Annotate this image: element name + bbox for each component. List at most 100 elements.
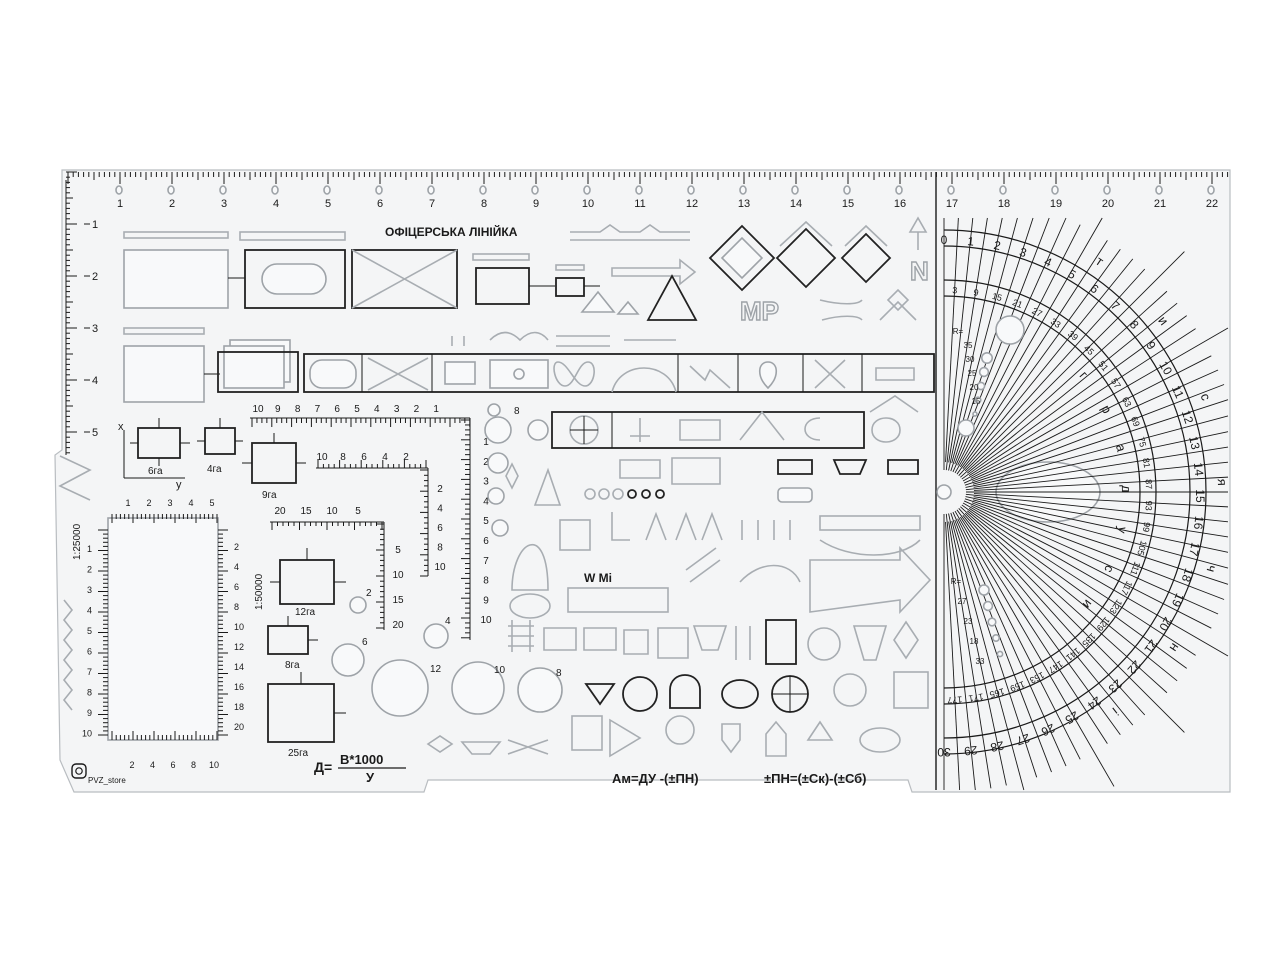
protractor-inner-label: 27: [1030, 306, 1043, 319]
scale-1-50000-right-label: 5: [395, 545, 401, 556]
protractor-ray: [964, 512, 1185, 733]
corner-scale-10-right-label: 9: [483, 595, 489, 606]
protractor-ray: [957, 224, 1081, 466]
protractor-outer-label: 15: [1193, 489, 1207, 503]
scale-1-25000-bottom-label: 10: [209, 760, 219, 770]
protractor-radius-top-label: R=: [953, 327, 964, 336]
left-scale-label: 1: [92, 219, 98, 231]
protractor-ray: [960, 290, 1168, 478]
protractor-ray: [968, 507, 1196, 656]
protractor-outer-label: 11: [1169, 383, 1187, 400]
scale-1-25000-right-label: 14: [234, 662, 244, 672]
top-scale: [67, 172, 1229, 184]
radius-hole: [957, 419, 975, 437]
circle-6-label: 6: [362, 637, 368, 648]
top-scale-label: 11: [634, 198, 645, 210]
scale-1-50000-caption: 1:50000: [254, 573, 265, 610]
protractor-ray: [972, 415, 1229, 485]
protractor-ray: [964, 498, 1229, 585]
top-scale-hole: [1207, 185, 1215, 195]
top-scale-label: 22: [1206, 198, 1218, 210]
protractor-outer-label: 12: [1179, 408, 1197, 425]
wmi-glyph: W Mi: [584, 571, 612, 585]
protractor-radius-bottom-label: 33: [976, 657, 985, 666]
protractor-inner-label: 177: [947, 694, 963, 705]
protractor-radius-top-label: 30: [966, 355, 975, 364]
protractor-ray: [956, 509, 1121, 735]
scale-1-50000-top-label: 15: [300, 506, 312, 517]
scale-1-25000-right-label: 16: [234, 682, 244, 692]
mr-glyph: MP: [740, 296, 779, 326]
protractor-ray: [960, 506, 1168, 694]
top-scale-label: 20: [1102, 198, 1114, 210]
top-scale-hole: [843, 185, 851, 195]
protractor-ray: [945, 217, 974, 471]
scale-1-25000-left-label: 1: [87, 544, 92, 554]
corner-scale-10-right-label: 1: [483, 437, 489, 448]
corner-scale-10-top-label: 8: [295, 404, 301, 415]
protractor-inner-label: 69: [1129, 415, 1142, 428]
brand-mark: PVZ_store: [71, 763, 126, 785]
top-scale-hole: [1103, 185, 1111, 195]
protractor-ray: [954, 217, 1103, 474]
protractor-ray: [973, 446, 1229, 488]
protractor-ray: [968, 328, 1196, 477]
protractor-ray: [973, 476, 1229, 491]
axis-y-label: y: [176, 479, 182, 491]
protractor-inner-label: 39: [1066, 329, 1080, 343]
circle-4-label: 4: [445, 616, 451, 627]
unit-symbols: [123, 231, 600, 403]
protractor-inner-label: 81: [1141, 457, 1152, 468]
formula-d-numerator: В*1000: [340, 752, 383, 767]
top-scale-hole: [947, 185, 955, 195]
radius-hole: [974, 396, 982, 404]
top-scale-label: 18: [998, 198, 1010, 210]
top-scale-hole: [427, 185, 435, 195]
protractor-ray: [958, 508, 1146, 716]
scale-1-25000-right-label: 8: [234, 602, 239, 612]
top-scale-label: 3: [221, 198, 227, 210]
protractor-word2-letter: д: [1119, 485, 1134, 493]
radius-hole: [987, 617, 997, 627]
top-scale-label: 9: [533, 198, 539, 210]
corner-scale-10-right-label: 10: [480, 615, 492, 626]
corner-scale-20-top-label: 8: [340, 452, 346, 463]
scale-1-25000-bottom-label: 8: [191, 760, 196, 770]
protractor-inner-label: 165: [989, 686, 1006, 700]
area-6ga: 6га: [148, 466, 163, 477]
top-scale-label: 14: [790, 198, 802, 210]
protractor-inner-label: 45: [1082, 343, 1096, 357]
scale-1-25000-right-label: 20: [234, 722, 244, 732]
scale-1-25000-top-label: 5: [209, 498, 214, 508]
top-scale-hole: [791, 185, 799, 195]
protractor-ray: [958, 268, 1146, 476]
protractor-outer-label: 1: [967, 234, 975, 249]
protractor-inner-label: 87: [1143, 479, 1154, 490]
top-scale-label: 15: [842, 198, 854, 210]
scale-1-25000-left-label: 2: [87, 565, 92, 575]
area-grid-small: x y 6га 4га 9га: [118, 418, 306, 501]
area-25ga: 25га: [288, 748, 309, 759]
circle-2-label: 2: [366, 588, 372, 599]
left-scale-label: 5: [92, 427, 98, 439]
protractor-ray: [962, 502, 1229, 657]
protractor-outer-arc: [943, 229, 1207, 755]
protractor-ray: [964, 251, 1185, 472]
left-scale-label: 2: [92, 271, 98, 283]
top-scale-label: 2: [169, 198, 175, 210]
corner-scale-10-right-label: 8: [483, 576, 489, 587]
circle-templates: 2 4 6 1 2 8 10 8: [331, 403, 563, 717]
corner-scale-10-top-label: 2: [414, 404, 420, 415]
protractor-inner-label: 15: [991, 291, 1003, 303]
protractor-ray: [962, 327, 1229, 482]
scale-1-25000-bottom-label: 2: [129, 760, 134, 770]
upper-glyphs: MP N: [451, 216, 929, 347]
protractor-outer-label: 27: [1014, 731, 1031, 749]
protractor-outer-label: 14: [1191, 462, 1206, 477]
protractor-ray: [948, 217, 988, 463]
radius-hole: [991, 633, 1000, 642]
corner-scale-10-top-label: 5: [354, 404, 360, 415]
